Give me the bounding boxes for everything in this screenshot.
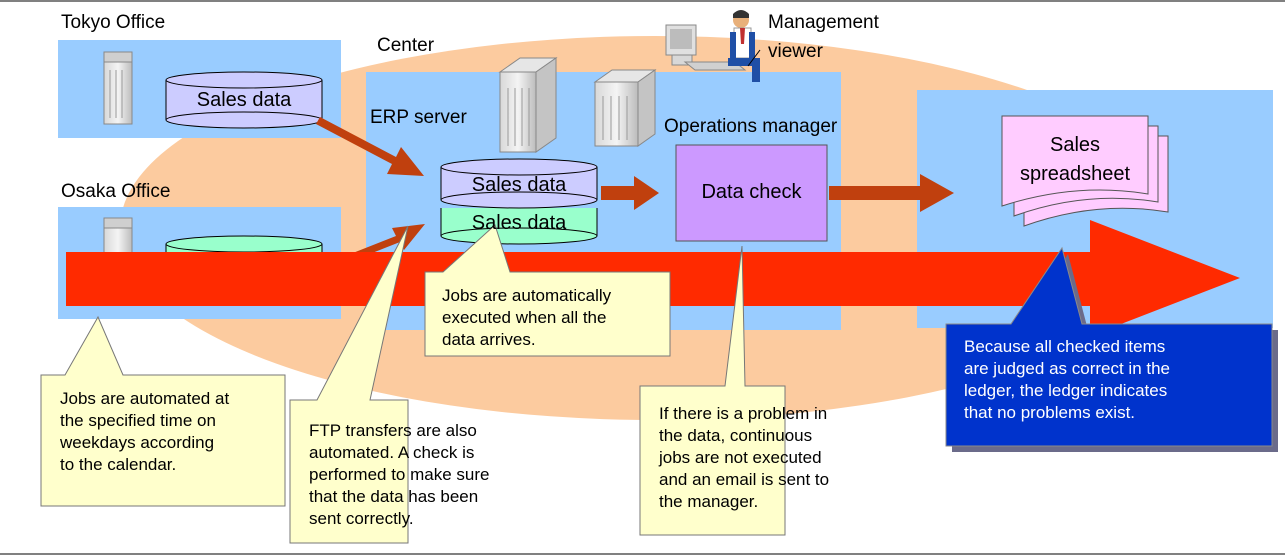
tokyo-sales-db: [165, 71, 323, 129]
arrow-tokyo-to-center: [316, 117, 424, 176]
callout-calendar: [40, 315, 286, 507]
callout-arrival-line: Jobs are automatically: [442, 286, 612, 305]
callout-calendar-line: the specified time on: [60, 411, 216, 430]
callout-problem-line: the data, continuous: [659, 426, 813, 445]
operations-manager-label: Operations manager: [664, 116, 838, 137]
center-sales-db-top: [440, 158, 598, 209]
callout-problem-line: the manager.: [659, 492, 759, 511]
top-rule: [0, 0, 1285, 2]
tokyo-server-icon: [103, 51, 133, 125]
management-viewer-line2: viewer: [768, 41, 823, 62]
callout-calendar-line: Jobs are automated at: [60, 389, 230, 408]
callout-calendar-text: Jobs are automated at the specified time…: [60, 388, 280, 476]
callout-problem-text: If there is a problem in the data, conti…: [659, 403, 830, 513]
bottom-rule: [0, 553, 1285, 555]
center-sales-db-bottom: [440, 208, 598, 245]
arrow-check-to-output: [829, 174, 954, 212]
callout-ftp-text: FTP transfers are also automated. A chec…: [309, 420, 509, 530]
callout-calendar-line: to the calendar.: [60, 455, 177, 474]
callout-ledger-text: Because all checked items are judged as …: [964, 336, 1269, 424]
callout-problem: [639, 245, 786, 536]
callout-ftp-line: that the data has been: [309, 487, 479, 506]
operations-server-icon: [593, 69, 657, 147]
center-db-top-label: Sales data: [471, 174, 567, 196]
callout-ftp-line: FTP transfers are also: [309, 421, 477, 440]
erp-server-label: ERP server: [370, 107, 467, 128]
callout-ledger-line: Because all checked items: [964, 337, 1166, 356]
data-check-label: Data check: [701, 181, 802, 203]
callout-ledger-line: that no problems exist.: [964, 403, 1136, 422]
data-check-box: [675, 144, 828, 242]
tokyo-office-title: Tokyo Office: [61, 12, 166, 33]
sales-spreadsheet-docs: [1001, 115, 1169, 227]
callout-problem-line: jobs are not executed: [659, 448, 822, 467]
spreadsheet-line1: Sales: [1049, 134, 1101, 156]
management-viewer-icon: [665, 10, 761, 82]
center-title: Center: [377, 35, 435, 56]
callout-ftp: [289, 225, 409, 544]
management-viewer-line1: Management: [768, 12, 879, 33]
callout-ledger-line: ledger, the ledger indicates: [964, 381, 1168, 400]
callout-ftp-line: performed to make sure: [309, 465, 490, 484]
osaka-office-title: Osaka Office: [61, 181, 171, 202]
callout-problem-line: and an email is sent to: [659, 470, 830, 489]
erp-server-icon: [498, 57, 558, 153]
callout-ledger-line: are judged as correct in the: [964, 359, 1171, 378]
callout-arrival-line: data arrives.: [442, 330, 536, 349]
callout-ftp-line: automated. A check is: [309, 443, 475, 462]
callout-problem-line: If there is a problem in: [659, 404, 828, 423]
callout-arrival-line: executed when all the: [442, 308, 607, 327]
arrow-db-to-check: [601, 176, 659, 210]
callout-arrival: [424, 224, 671, 357]
callout-calendar-line: weekdays according: [60, 433, 215, 452]
callout-arrival-text: Jobs are automatically executed when all…: [442, 285, 667, 351]
callout-ledger: [945, 246, 1273, 447]
center-db-bottom-label: Sales data: [471, 212, 567, 234]
tokyo-db-label: Sales data: [196, 89, 292, 111]
spreadsheet-line2: spreadsheet: [1019, 163, 1131, 185]
callout-ftp-line: sent correctly.: [309, 509, 414, 528]
